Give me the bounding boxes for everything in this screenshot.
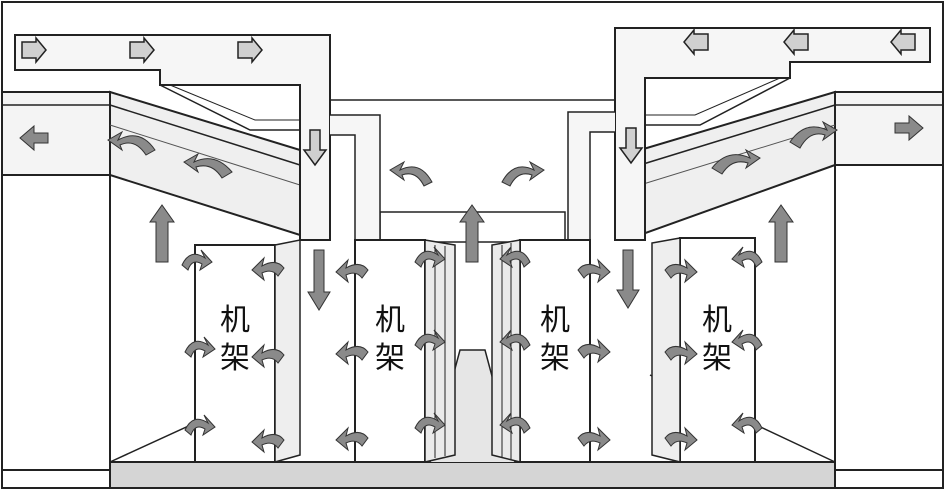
curved-arrow-icon	[335, 340, 369, 366]
curved-arrows	[107, 120, 838, 454]
curved-arrow-icon	[414, 246, 446, 269]
curved-arrow-icon	[389, 160, 433, 187]
rack-2-label-line1: 机	[375, 303, 405, 338]
curved-arrow-icon	[577, 426, 611, 452]
curved-arrow-icon	[335, 258, 369, 284]
arrow-up-icon	[459, 204, 485, 263]
ceiling-band	[1, 91, 944, 176]
duct-arrow-left-icon	[890, 27, 916, 57]
curved-arrow-icon	[664, 426, 698, 452]
arrow-right-icon	[894, 114, 924, 142]
duct-arrow-right-icon	[21, 35, 47, 65]
rack-4-label-line1: 机	[702, 303, 732, 338]
left-supply-duct	[14, 34, 381, 241]
curved-arrow-icon	[107, 130, 156, 156]
duct-arrows	[21, 27, 916, 167]
curved-arrow-icon	[251, 256, 285, 282]
rack-1-label-line1: 机	[220, 303, 250, 338]
curved-arrow-icon	[184, 414, 216, 437]
curved-arrow-icon	[731, 329, 763, 352]
rack-4-label-line2: 架	[702, 341, 732, 376]
curved-arrow-icon	[335, 426, 369, 452]
curved-arrow-icon	[414, 329, 446, 352]
curved-arrow-icon	[711, 148, 761, 175]
curved-arrow-icon	[251, 428, 285, 454]
curved-arrow-icon	[664, 340, 698, 366]
duct-arrow-right-icon	[129, 35, 155, 65]
rack-2-label-line2: 架	[375, 341, 405, 376]
curved-arrow-icon	[577, 338, 611, 364]
curved-arrow-icon	[181, 249, 213, 272]
rack-1-label-line2: 架	[220, 341, 250, 376]
rack-4: 机 架	[651, 237, 756, 463]
duct-arrow-right-icon	[237, 35, 263, 65]
duct-arrow-down-icon	[618, 127, 644, 165]
curved-arrow-icon	[501, 160, 545, 187]
curved-arrow-icon	[414, 412, 446, 435]
curved-arrow-icon	[183, 152, 233, 179]
arrow-down-icon	[616, 249, 640, 309]
rack-3-label-line2: 架	[540, 341, 570, 376]
curved-arrow-icon	[731, 412, 763, 435]
curved-arrow-icon	[499, 412, 531, 435]
curved-arrow-icon	[731, 246, 763, 269]
curved-arrow-icon	[789, 120, 838, 149]
curved-arrow-icon	[499, 329, 531, 352]
arrow-up-icon	[768, 204, 794, 263]
curved-arrow-icon	[499, 246, 531, 269]
arrow-down-icon	[307, 249, 331, 311]
airflow-arrows	[19, 114, 924, 311]
curved-arrow-icon	[664, 258, 698, 284]
rack-1: 机 架	[194, 239, 301, 463]
curved-arrow-icon	[577, 258, 611, 284]
rack-2: 机 架	[354, 239, 456, 463]
curved-arrow-icon	[184, 336, 216, 359]
arrow-up-icon	[149, 204, 175, 263]
rack-3-label-line1: 机	[540, 303, 570, 338]
rack-3: 机 架	[491, 239, 591, 463]
duct-arrow-down-icon	[302, 129, 328, 167]
arrow-left-icon	[19, 124, 49, 152]
duct-arrow-left-icon	[783, 27, 809, 57]
duct-arrow-left-icon	[683, 27, 709, 57]
curved-arrow-icon	[251, 343, 285, 369]
